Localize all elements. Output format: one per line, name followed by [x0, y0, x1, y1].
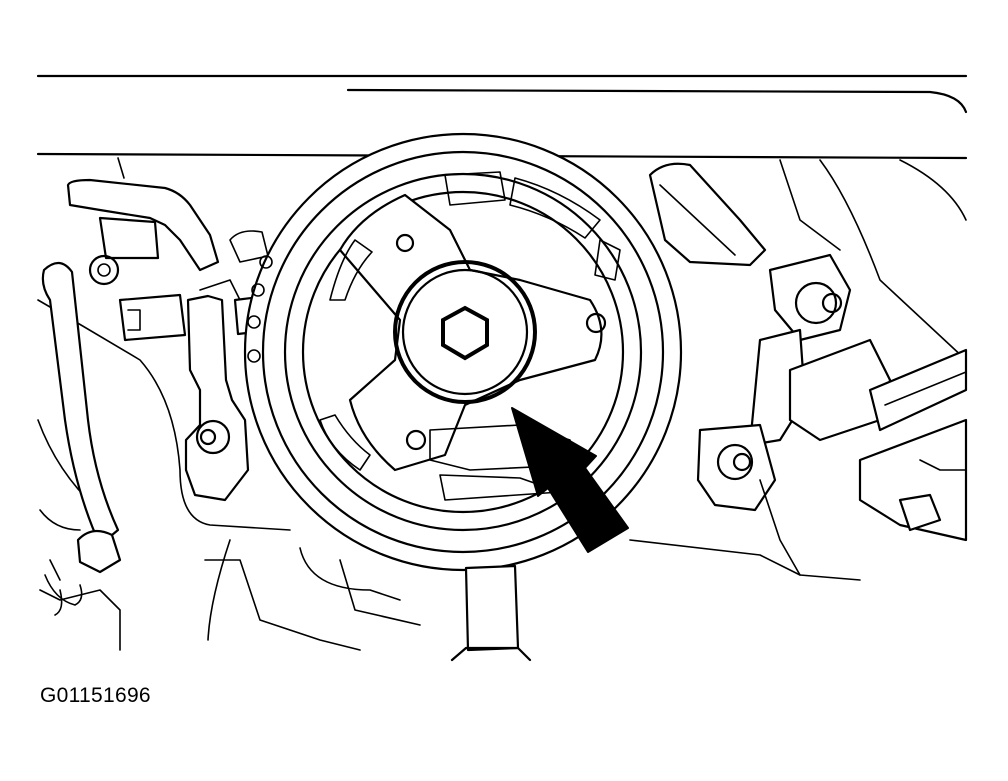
figure-code: G01151696	[40, 684, 151, 707]
crankshaft-pulley	[243, 132, 683, 572]
left-engine-components	[37, 157, 421, 651]
right-engine-components	[629, 159, 968, 581]
support-rod	[450, 564, 532, 662]
pointer-arrow	[511, 407, 629, 553]
